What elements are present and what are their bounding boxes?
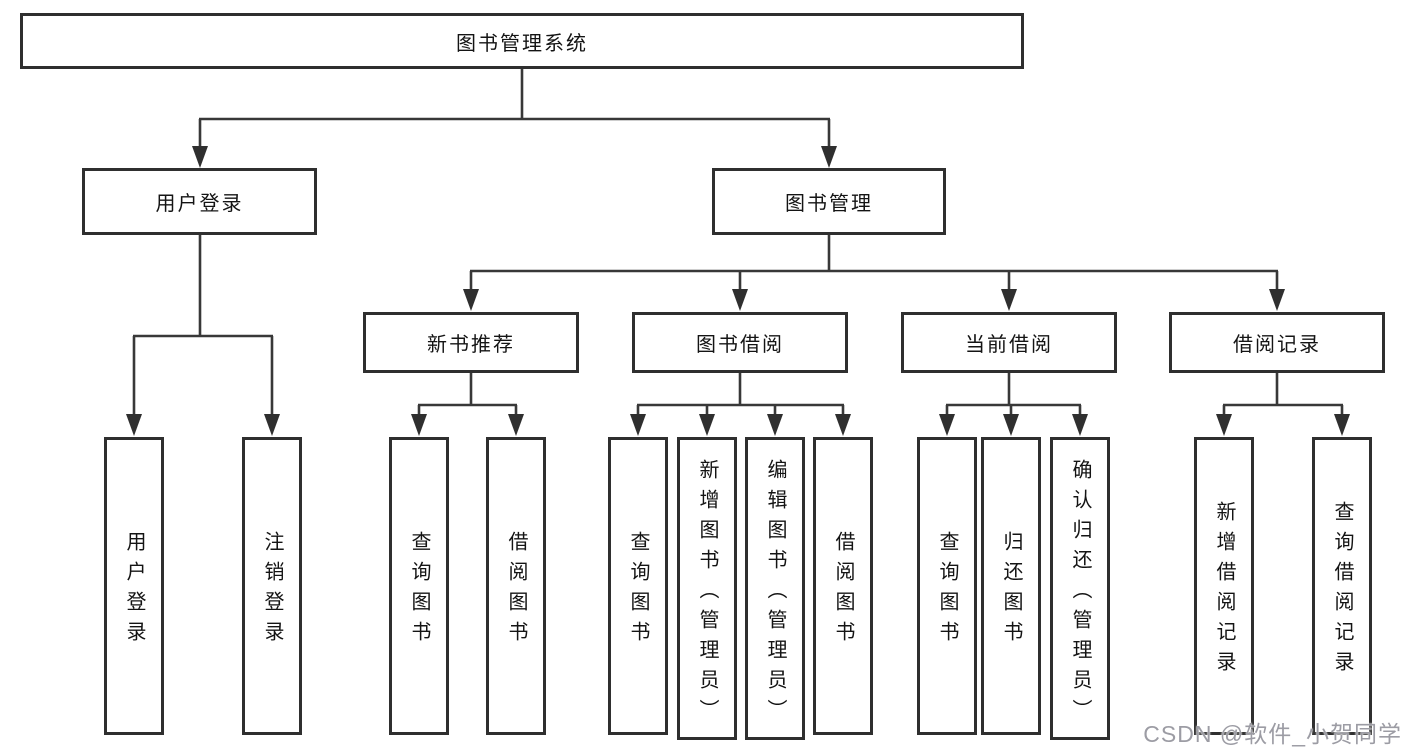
leaf-query-book-2-label: 查询图书	[627, 531, 649, 651]
node-current-borrow-label: 当前借阅	[965, 334, 1053, 356]
node-user-login-label: 用户登录	[155, 193, 244, 215]
leaf-user-login-label: 用户登录	[123, 531, 145, 651]
leaf-logout: 注销登录	[242, 437, 302, 735]
node-book-borrow: 图书借阅	[632, 312, 848, 373]
node-new-book-recommend-label: 新书推荐	[427, 334, 515, 356]
leaf-query-book-1-label: 查询图书	[408, 531, 430, 651]
leaf-query-borrow-record-label: 查询借阅记录	[1331, 501, 1353, 681]
node-book-borrow-label: 图书借阅	[696, 334, 784, 356]
leaf-logout-label: 注销登录	[261, 531, 283, 651]
node-borrow-record: 借阅记录	[1169, 312, 1385, 373]
leaf-edit-book-admin: 编辑图书（管理员）	[745, 437, 805, 740]
leaf-add-borrow-record-label: 新增借阅记录	[1213, 501, 1235, 681]
node-current-borrow: 当前借阅	[901, 312, 1117, 373]
leaf-add-book-admin: 新增图书（管理员）	[677, 437, 737, 740]
leaf-borrow-book-1: 借阅图书	[486, 437, 546, 735]
leaf-query-book-1: 查询图书	[389, 437, 449, 735]
leaf-query-borrow-record: 查询借阅记录	[1312, 437, 1372, 735]
leaf-add-borrow-record: 新增借阅记录	[1194, 437, 1254, 735]
csdn-watermark: CSDN @软件_小贺同学	[1143, 721, 1402, 747]
leaf-return-book-label: 归还图书	[1000, 531, 1022, 651]
leaf-user-login: 用户登录	[104, 437, 164, 735]
leaf-return-book: 归还图书	[981, 437, 1041, 735]
node-user-login: 用户登录	[82, 168, 317, 235]
leaf-borrow-book-2-label: 借阅图书	[832, 531, 854, 651]
leaf-edit-book-admin-label: 编辑图书（管理员）	[764, 458, 786, 729]
leaf-borrow-book-1-label: 借阅图书	[505, 531, 527, 651]
node-root-system: 图书管理系统	[20, 13, 1024, 69]
leaf-borrow-book-2: 借阅图书	[813, 437, 873, 735]
arrowhead-icons	[126, 146, 1350, 436]
leaf-query-book-3: 查询图书	[917, 437, 977, 735]
leaf-add-book-admin-label: 新增图书（管理员）	[696, 458, 718, 729]
node-new-book-recommend: 新书推荐	[363, 312, 579, 373]
leaf-confirm-return-admin: 确认归还（管理员）	[1050, 437, 1110, 740]
leaf-confirm-return-admin-label: 确认归还（管理员）	[1069, 458, 1091, 729]
leaf-query-book-3-label: 查询图书	[936, 531, 958, 651]
node-borrow-record-label: 借阅记录	[1233, 334, 1321, 356]
leaf-query-book-2: 查询图书	[608, 437, 668, 735]
node-book-management: 图书管理	[712, 168, 946, 235]
node-root-label: 图书管理系统	[456, 32, 588, 55]
node-book-management-label: 图书管理	[785, 193, 873, 215]
